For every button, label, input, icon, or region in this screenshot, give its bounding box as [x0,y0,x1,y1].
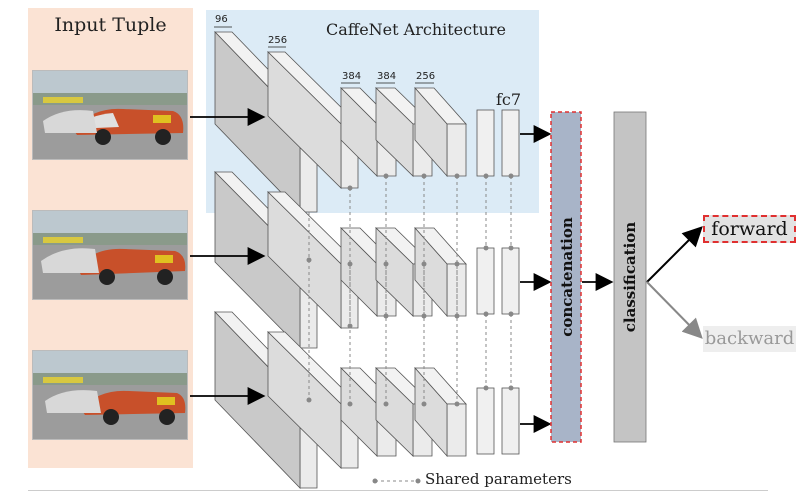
dim-label-conv4: 384 [377,71,397,82]
classification-label-wrap: classification [614,112,646,442]
stream-2-conv5 [414,226,467,318]
concatenation-label-wrap: concatenation [553,112,581,442]
forward-output: forward [703,215,796,243]
input-tuple-title: Input Tuple [54,14,167,36]
input-frame-2 [32,210,188,300]
stream-3-fc7 [501,387,520,455]
stream-2-fc6 [476,247,495,315]
caffenet-title: CaffeNet Architecture [326,20,506,39]
backward-arrow [646,281,703,339]
stream-3-fc6 [476,387,495,455]
legend-shared-parameters: Shared parameters [425,470,572,488]
dim-label-conv2: 256 [268,35,288,46]
input-frame-3 [32,350,188,440]
stream-1-conv5 [414,86,467,178]
layer-dimension-markers [214,26,434,84]
concatenation-label: concatenation [558,217,576,337]
fc7-label: fc7 [496,90,522,109]
legend-dot-left [372,478,378,484]
forward-arrow [646,226,703,283]
dim-label-conv3: 384 [342,71,362,82]
classification-block [613,111,647,443]
concatenation-block [550,111,582,443]
backward-output: backward [703,326,796,352]
dim-label-conv1: 96 [215,14,228,25]
classification-label: classification [621,221,639,333]
stream-1-fc7 [501,109,520,177]
stream-3-conv5 [414,366,467,458]
car-crash-photo-icon [33,71,187,159]
bottom-divider [28,490,768,491]
car-crash-photo-icon [33,211,187,299]
legend-dot-right [415,478,421,484]
stream-1-fc6 [476,109,495,177]
car-crash-photo-icon [33,351,187,439]
stream-2-fc7 [501,247,520,315]
dim-label-conv5: 256 [416,71,436,82]
shared-parameter-links [306,173,514,407]
input-frame-1 [32,70,188,160]
